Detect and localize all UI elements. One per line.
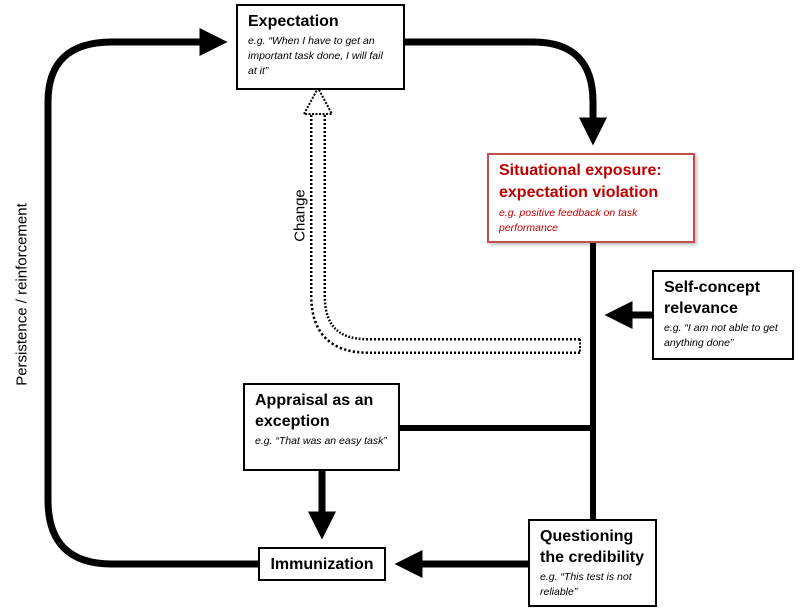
appraisal-example: e.g. “That was an easy task”: [255, 435, 387, 447]
questioning-title-line1: Questioning: [540, 528, 634, 545]
expectation-title: Expectation: [248, 13, 339, 30]
persistence-loop-arrow: [44, 28, 258, 568]
change-label: Change: [291, 189, 309, 242]
situational-title-line1: Situational exposure:: [499, 162, 662, 179]
appraisal-box: Appraisal as an exception e.g. “That was…: [243, 383, 400, 471]
immunization-box: Immunization: [258, 547, 386, 581]
questioning-example: e.g. “This test is not reliable”: [540, 571, 632, 598]
questioning-box: Questioning the credibility e.g. “This t…: [528, 519, 657, 607]
situational-title-line2: expectation violation: [499, 184, 659, 201]
change-arrow: [302, 85, 581, 354]
questioning-title-line2: the credibility: [540, 549, 645, 566]
situational-example: e.g. positive feedback on task performan…: [499, 207, 638, 234]
expectation-to-situational-arrow: [405, 38, 607, 146]
expectation-example: e.g. “When I have to get an important ta…: [248, 35, 383, 77]
immunization-title: Immunization: [270, 556, 374, 573]
appraisal-title-line2: exception: [255, 413, 330, 430]
self-concept-title-line1: Self-concept: [664, 279, 761, 296]
self-concept-box: Self-concept relevance e.g. “I am not ab…: [652, 270, 794, 360]
situational-exposure-box: Situational exposure: expectation violat…: [487, 153, 695, 243]
appraisal-title-line1: Appraisal as an: [255, 392, 374, 409]
expectation-box: Expectation e.g. “When I have to get an …: [236, 4, 405, 90]
self-concept-title-line2: relevance: [664, 300, 738, 317]
persistence-label: Persistence / reinforcement: [13, 203, 31, 386]
self-concept-example: e.g. “I am not able to get anything done…: [664, 322, 778, 349]
